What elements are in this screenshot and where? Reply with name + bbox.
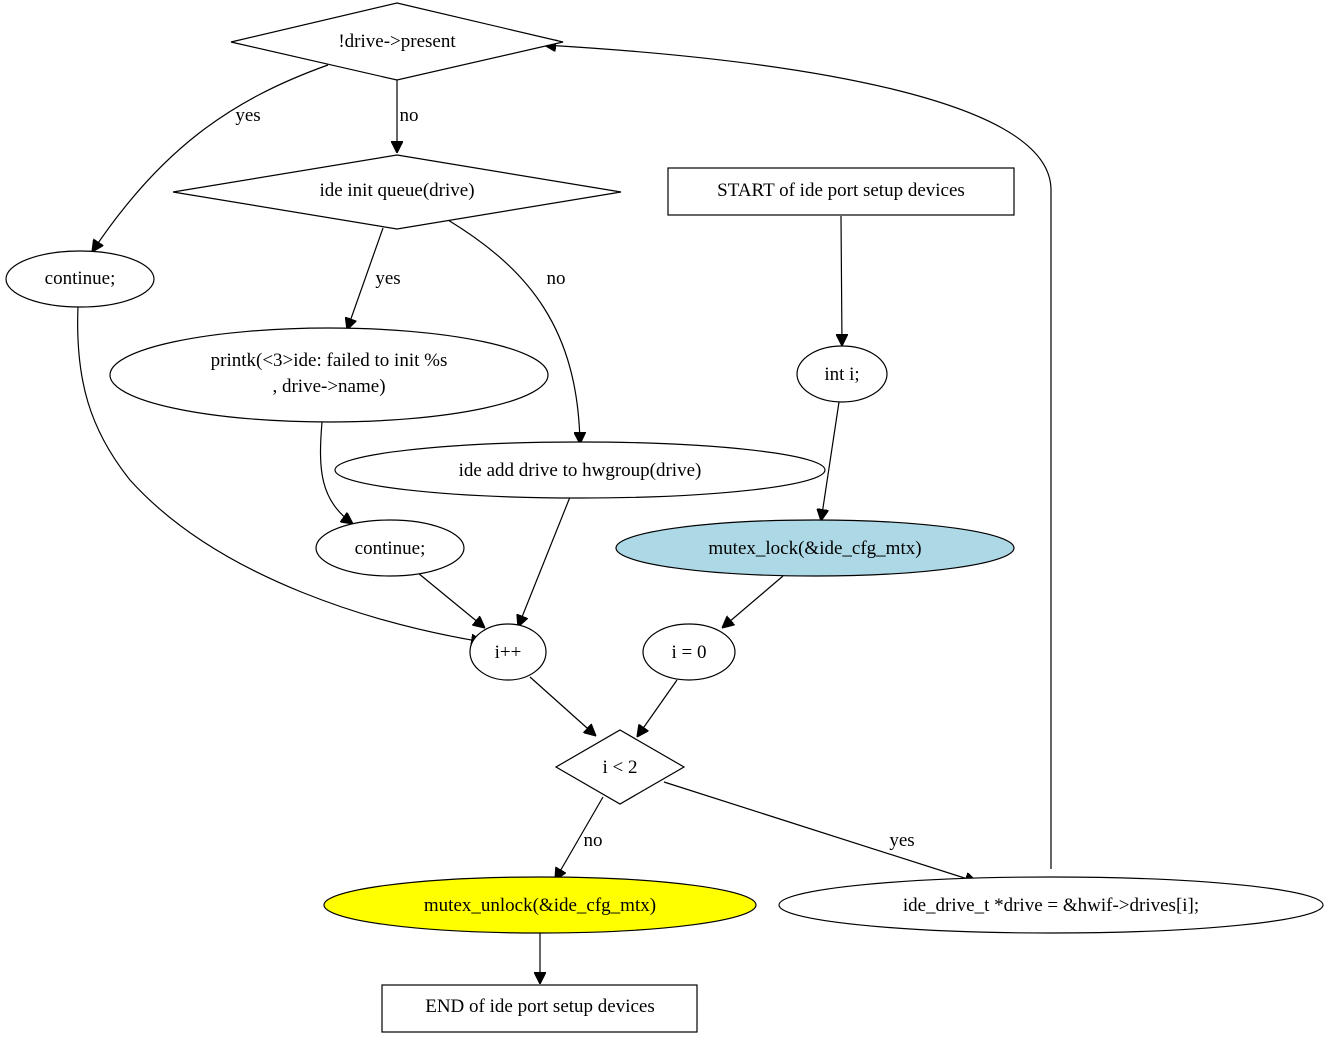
increment-node-label: i++ [495,642,522,663]
edge-label-queue-yes: yes [375,268,400,289]
edge-queue-yes [347,227,384,330]
edge-printk-to-continue [319,421,353,524]
i-eq-0-node: i = 0 [642,623,736,681]
continue-node-1: continue; [5,250,155,308]
end-node-label: END of ide port setup devices [425,996,655,1017]
printk-node-label-line2: , drive->name) [272,376,385,397]
edge-present-yes [92,64,329,252]
drive-decl-node: ide_drive_t *drive = &hwif->drives[i]; [778,876,1324,934]
init-queue-node: ide init queue(drive) [172,154,622,230]
end-node: END of ide port setup devices [381,984,698,1033]
edges [77,45,1052,984]
i-eq-0-node-label: i = 0 [672,642,707,663]
init-queue-node-label: ide init queue(drive) [319,180,474,201]
mutex-unlock-node-label: mutex_unlock(&ide_cfg_mtx) [424,895,656,916]
loop-condition-node: i < 2 [554,729,686,805]
edge-condition-no [555,796,604,880]
edge-condition-yes [663,781,977,882]
drive-present-node: !drive->present [230,2,564,81]
edge-continue1-to-increment [77,305,483,642]
edge-label-loop-no: no [584,830,603,851]
edge-add-drive-to-increment [518,496,571,627]
continue-node-2-label: continue; [355,538,426,559]
start-node-label: START of ide port setup devices [717,180,965,201]
loop-condition-node-label: i < 2 [603,757,638,778]
edge-label-present-yes: yes [235,105,260,126]
mutex-unlock-node: mutex_unlock(&ide_cfg_mtx) [323,876,757,934]
int-i-node-label: int i; [824,364,859,385]
edge-int-i-to-mutex-lock [821,401,840,521]
mutex-lock-node: mutex_lock(&ide_cfg_mtx) [615,519,1015,577]
start-node: START of ide port setup devices [667,167,1015,216]
edge-label-queue-no: no [547,268,566,289]
edge-mutex-lock-to-i-eq-0 [722,575,784,628]
drive-present-node-label: !drive->present [338,31,456,52]
printk-node-label-line1: printk(<3>ide: failed to init %s [211,350,448,371]
edge-increment-to-condition [529,676,596,736]
add-drive-node-label: ide add drive to hwgroup(drive) [459,460,702,481]
continue-node-1-label: continue; [45,268,116,289]
edge-start-to-int-i [841,215,842,346]
edge-i-eq-0-to-condition [637,679,678,737]
edge-drive-decl-to-present [544,45,1052,869]
continue-node-2: continue; [315,519,465,577]
mutex-lock-node-label: mutex_lock(&ide_cfg_mtx) [708,538,921,559]
edge-queue-no [447,219,580,444]
edge-continue2-to-increment [417,572,485,628]
nodes: START of ide port setup devices int i; m… [5,2,1324,1033]
drive-decl-node-label: ide_drive_t *drive = &hwif->drives[i]; [903,895,1199,916]
printk-node: printk(<3>ide: failed to init %s , drive… [109,327,549,423]
edge-label-present-no: no [400,105,419,126]
int-i-node: int i; [796,345,888,403]
edge-label-loop-yes: yes [889,830,914,851]
add-drive-node: ide add drive to hwgroup(drive) [334,441,826,499]
increment-node: i++ [469,623,547,681]
edge-labels: yes no yes no no yes [235,105,914,851]
